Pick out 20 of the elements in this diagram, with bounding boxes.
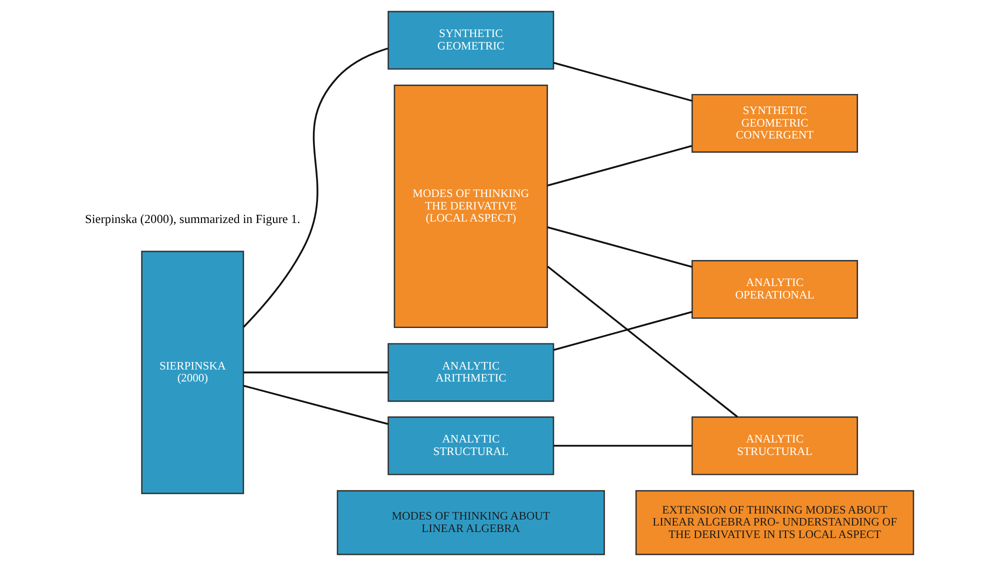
node-box: SIERPINSKA (2000) bbox=[140, 250, 244, 494]
node-box: ANALYTIC ARITHMETIC bbox=[387, 343, 554, 402]
node-box: MODES OF THINKING ABOUT LINEAR ALGEBRA bbox=[336, 490, 604, 556]
connector bbox=[546, 145, 692, 186]
node-box: ANALYTIC OPERATIONAL bbox=[691, 260, 858, 319]
connector bbox=[552, 311, 692, 351]
connector bbox=[552, 62, 692, 102]
connector bbox=[553, 444, 692, 447]
connector bbox=[546, 266, 738, 418]
connector bbox=[242, 384, 388, 425]
node-box: SYNTHETIC GEOMETRIC CONVERGENT bbox=[691, 94, 858, 153]
connector bbox=[243, 372, 388, 374]
node-box: EXTENSION OF THINKING MODES ABOUT LINEAR ALGEBRA PRO- UNDERSTANDING OF THE DERIVATIVE IN ITS LOCAL ASPECT bbox=[634, 490, 914, 556]
node-box: SYNTHETIC GEOMETRIC bbox=[387, 10, 554, 70]
connector bbox=[546, 226, 692, 268]
node-box: MODES OF THINKING THE DERIVATIVE (LOCAL ASPECT) bbox=[393, 84, 548, 328]
node-box: ANALYTIC STRUCTURAL bbox=[691, 416, 858, 476]
node-box: ANALYTIC STRUCTURAL bbox=[387, 416, 554, 476]
label: Sierpinska (2000), summarized in Figure 1. bbox=[84, 212, 300, 226]
connector bbox=[242, 48, 388, 328]
